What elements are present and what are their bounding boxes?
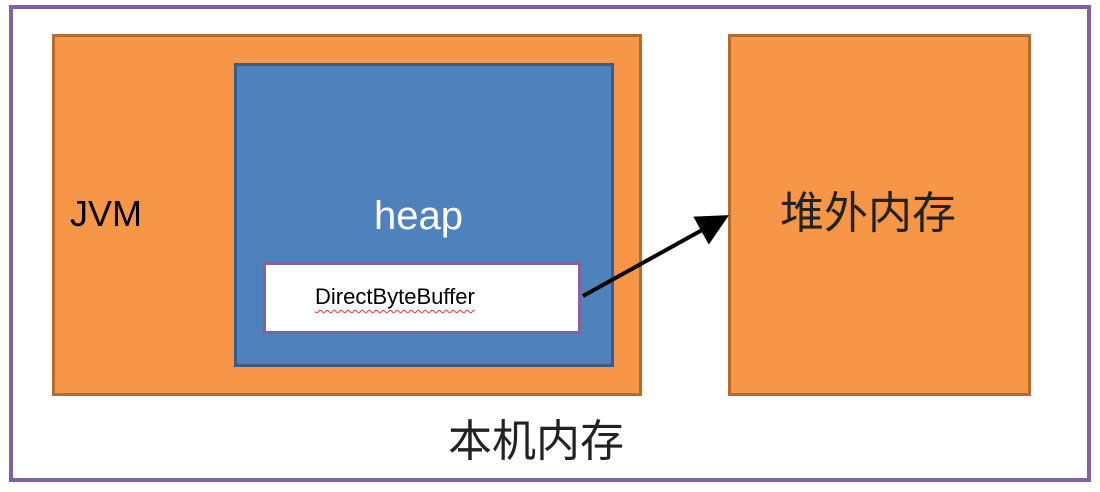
direct-byte-buffer-box — [263, 262, 581, 334]
off-heap-memory-label: 堆外内存 — [780, 188, 956, 239]
off-heap-memory-box — [728, 34, 1031, 396]
heap-label: heap — [374, 194, 463, 238]
native-memory-label: 本机内存 — [448, 416, 624, 467]
direct-byte-buffer-label: DirectByteBuffer — [315, 284, 475, 309]
jvm-label: JVM — [70, 193, 142, 234]
